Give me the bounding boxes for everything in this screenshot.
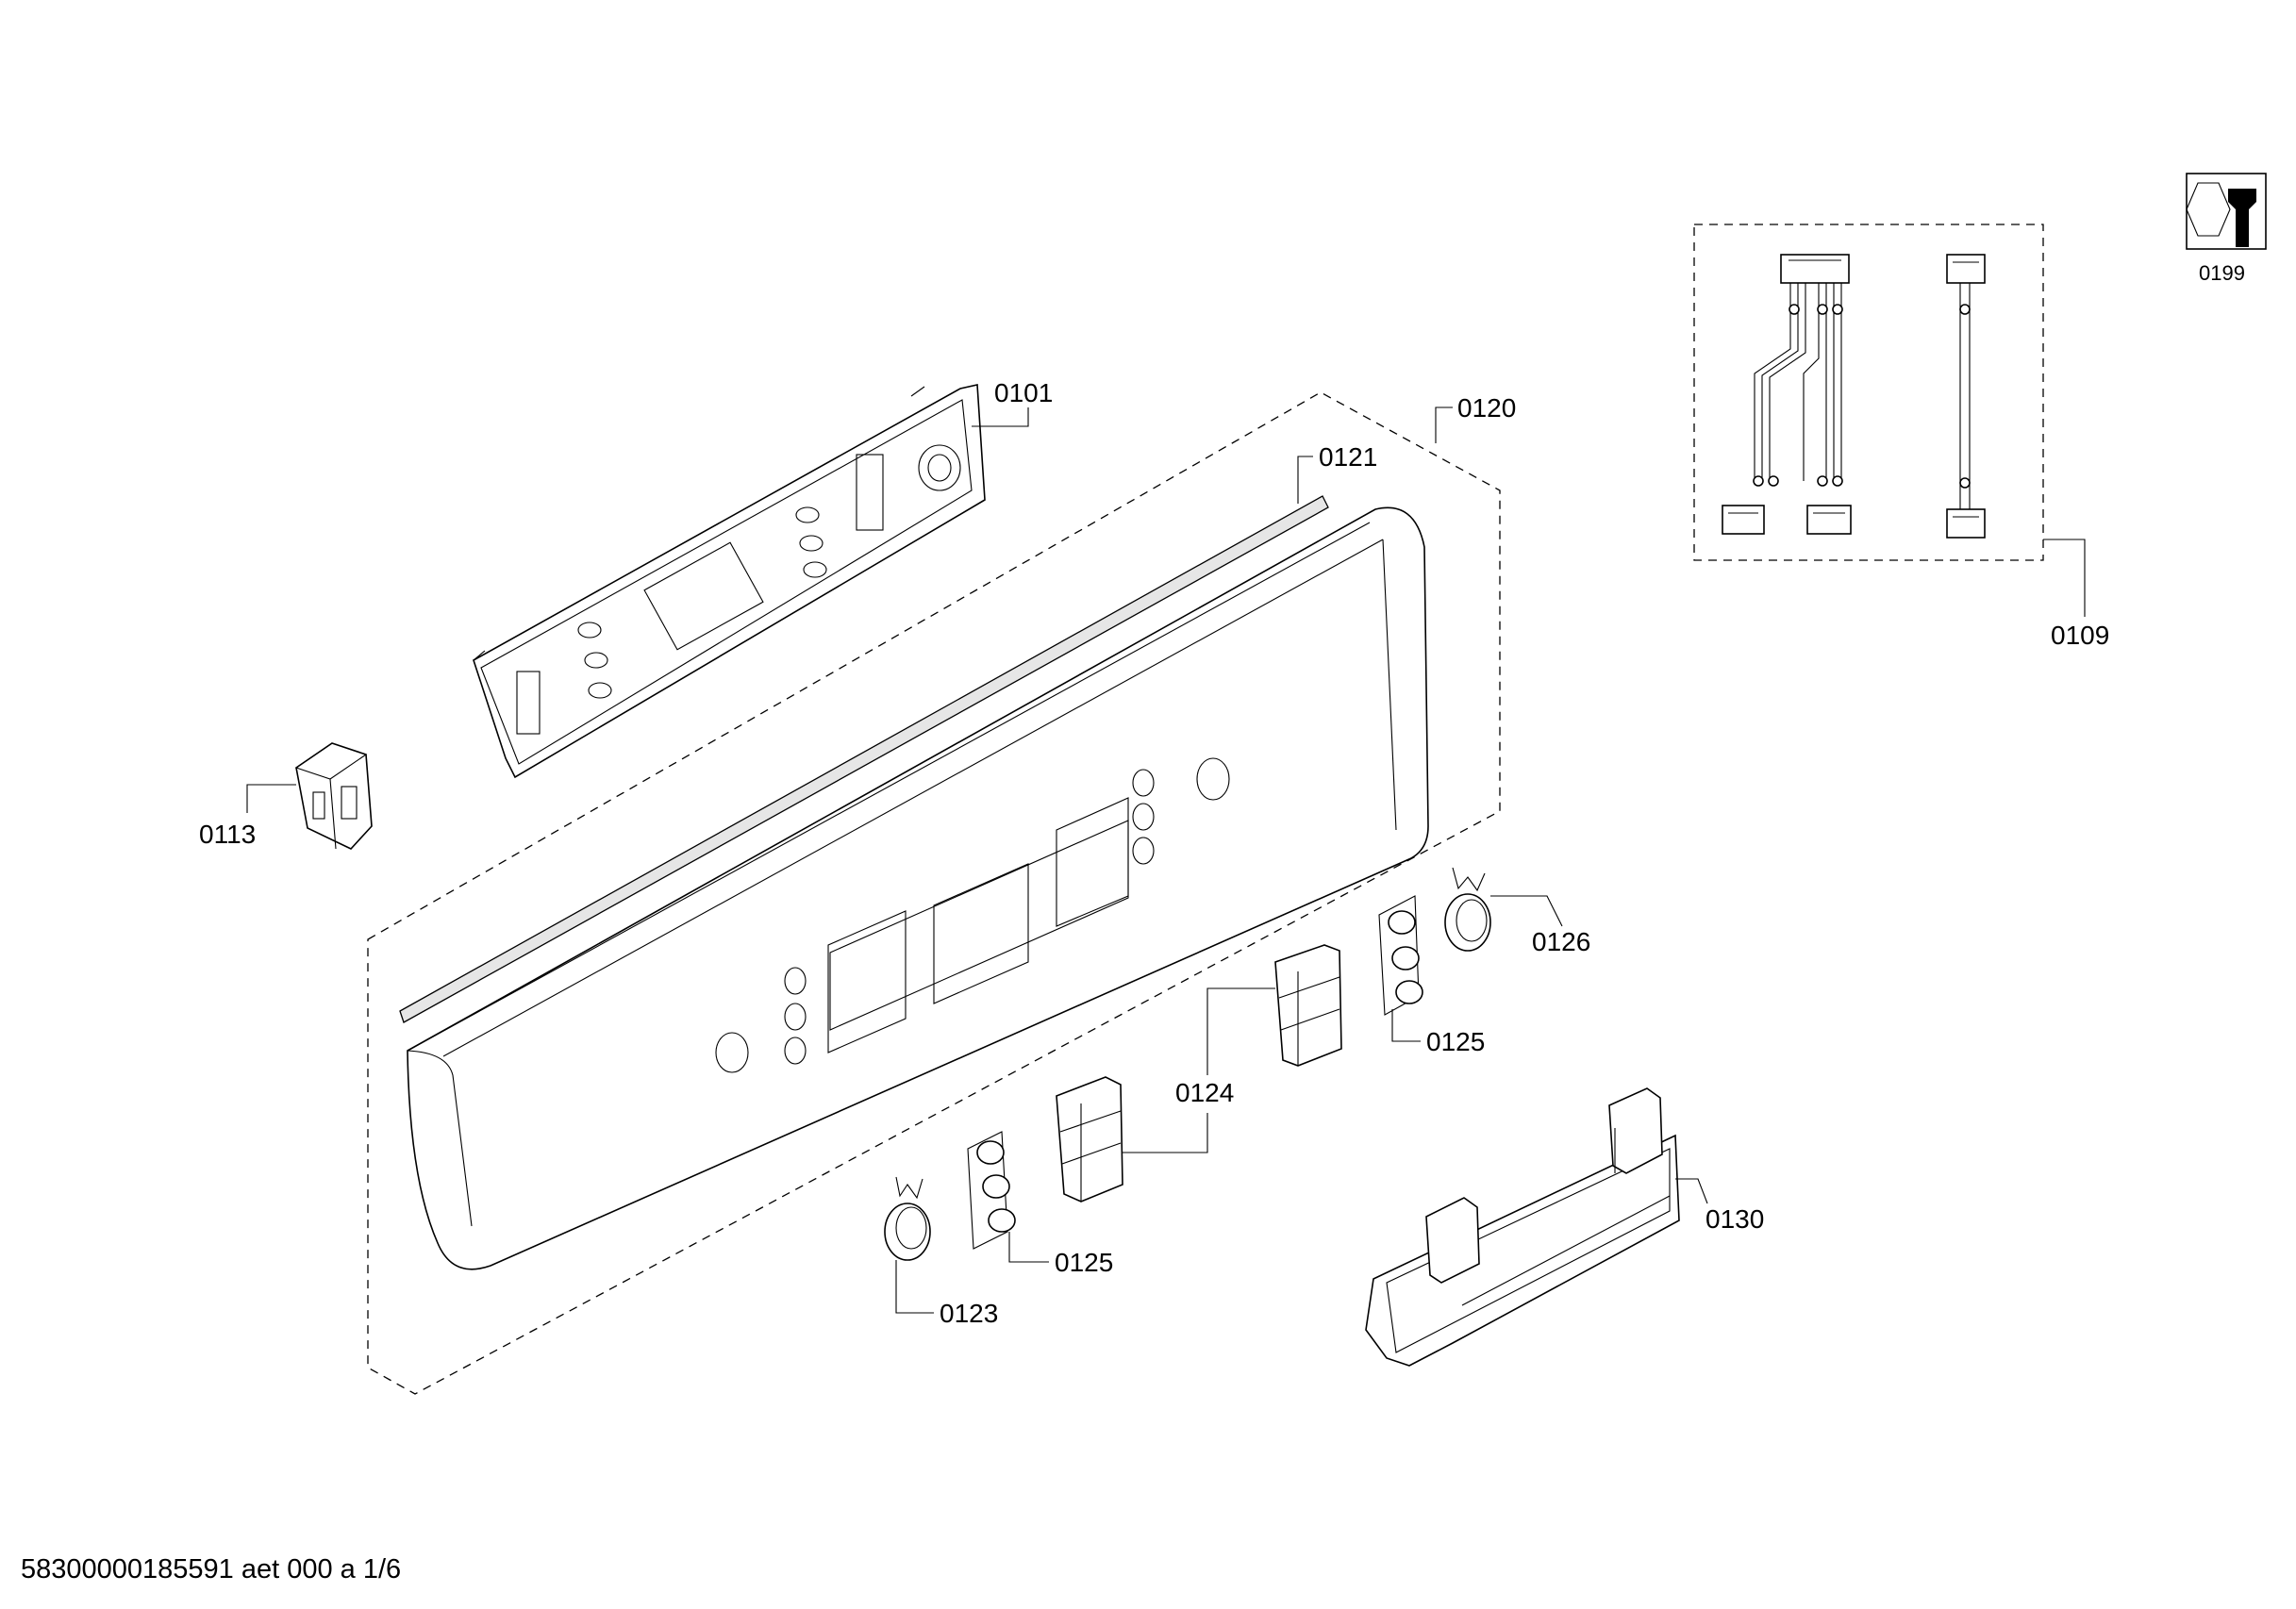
callout-0199: 0199	[2199, 261, 2245, 285]
leader-0124-lower	[1123, 1113, 1208, 1153]
callout-0113: 0113	[199, 820, 256, 849]
leader-0125-left	[1008, 1232, 1049, 1263]
leader-0101	[972, 407, 1029, 427]
push-button-set-lower	[1056, 1076, 1123, 1203]
connector-part	[294, 742, 373, 850]
control-module-board	[473, 384, 986, 779]
callout-0109: 0109	[2051, 621, 2109, 650]
leader-0124-upper	[1206, 987, 1275, 1075]
callout-0130: 0130	[1705, 1204, 1764, 1234]
lower-housing-part	[1365, 1087, 1680, 1367]
leader-0126	[1490, 895, 1563, 927]
nut-and-wrench-icon	[2186, 173, 2267, 250]
leader-0123	[895, 1260, 934, 1314]
rotary-knob-right	[1444, 867, 1491, 952]
leader-0109	[2043, 539, 2086, 617]
document-id-footer: 58300000185591 aet 000 a 1/6	[21, 1554, 402, 1584]
callout-0101: 0101	[994, 378, 1053, 407]
callout-0123: 0123	[940, 1299, 998, 1328]
rotary-knob-left	[884, 1176, 931, 1261]
leader-0113	[246, 784, 296, 813]
callout-0121: 0121	[1319, 442, 1377, 472]
trim-strip	[399, 495, 1329, 1023]
leader-0125-right	[1391, 1009, 1421, 1042]
callout-0125-left: 0125	[1055, 1248, 1113, 1277]
callout-0120: 0120	[1457, 393, 1516, 423]
callout-0124: 0124	[1175, 1078, 1234, 1107]
leader-0130	[1675, 1178, 1708, 1204]
small-button-set-right	[1378, 895, 1423, 1016]
leader-0121	[1297, 456, 1313, 504]
callout-0125-right: 0125	[1426, 1027, 1485, 1056]
callout-0126: 0126	[1532, 927, 1590, 956]
push-button-set-upper	[1274, 944, 1342, 1067]
control-fascia-panel	[407, 506, 1429, 1270]
cable-harness-group	[1693, 224, 2044, 561]
small-button-set-left	[967, 1131, 1016, 1250]
leader-0120	[1435, 406, 1453, 443]
